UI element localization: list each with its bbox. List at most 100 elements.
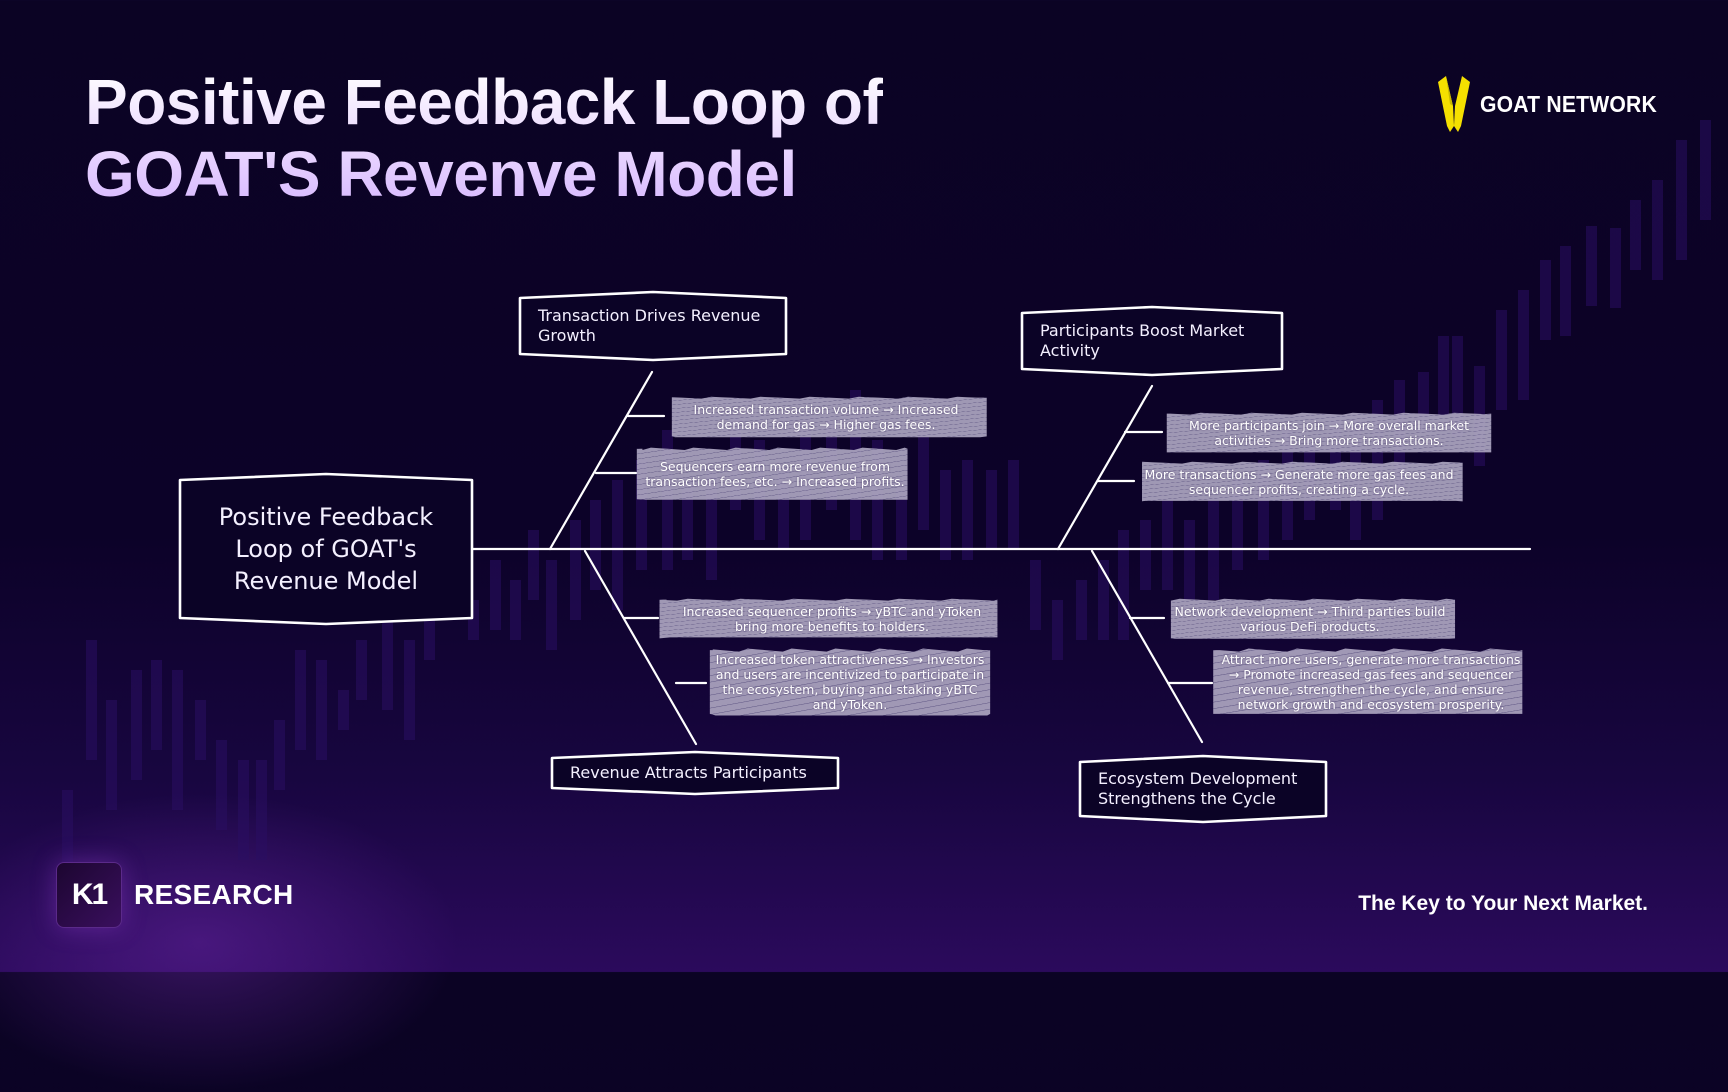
candle — [778, 470, 789, 550]
fishbone-diagram — [178, 290, 1328, 824]
bone-bottom-left — [583, 549, 698, 746]
category-frame — [1020, 305, 1284, 377]
cause-line: revenue, strengthen the cycle, and ensur… — [1237, 682, 1505, 697]
candle — [1184, 520, 1195, 600]
category-ecosystem-development: Ecosystem Development Strengthens the Cy… — [1080, 756, 1344, 822]
candle — [356, 640, 367, 700]
scribble-fill — [709, 648, 991, 716]
candle — [316, 660, 327, 760]
candle — [546, 560, 557, 650]
candle — [1518, 290, 1529, 400]
cause-line: Increased transaction volume → Increased — [693, 402, 959, 417]
category-participants-boost-market: Participants Boost Market Activity — [1022, 307, 1300, 375]
candle — [1438, 336, 1449, 416]
candle — [1452, 336, 1463, 436]
category-label-line: Transaction Drives Revenue — [538, 306, 761, 325]
candle — [872, 440, 883, 560]
cause-line: and yToken. — [812, 697, 888, 712]
candle — [1610, 228, 1621, 308]
candle — [468, 600, 479, 640]
candle — [636, 460, 647, 570]
candle — [590, 500, 601, 590]
scribble-fill — [1142, 461, 1463, 502]
bone-top-left — [548, 370, 654, 551]
cause-line: Network development → Third parties buil… — [1174, 604, 1446, 619]
cause-line: Increased sequencer profits → yBTC and y… — [682, 604, 982, 619]
head-frame — [178, 472, 474, 626]
candle — [528, 530, 539, 600]
candle — [918, 430, 929, 530]
scribble-fill — [659, 598, 998, 639]
category-transaction-drives-revenue: Transaction Drives Revenue Growth — [520, 292, 804, 360]
candle — [404, 640, 415, 740]
candle — [295, 650, 306, 750]
cause-line: network growth and ecosystem prosperity. — [1237, 697, 1505, 712]
candle — [238, 760, 249, 860]
candle — [1496, 310, 1507, 410]
category-revenue-attracts-participants: Revenue Attracts Participants — [552, 752, 856, 794]
candle — [1076, 580, 1087, 640]
cause-line: → Promote increased gas fees and sequenc… — [1228, 667, 1514, 682]
cause-note: More transactions → Generate more gas fe… — [1132, 459, 1466, 505]
cause-line: More participants join → More overall ma… — [1188, 418, 1470, 433]
candle — [662, 430, 673, 570]
candle — [216, 740, 227, 830]
scribble-fill — [1166, 412, 1492, 453]
cause-note: Network development → Third parties buil… — [1162, 596, 1458, 642]
candle — [896, 480, 907, 560]
candle — [1008, 460, 1019, 550]
fishbone-head: Positive Feedback Loop of GOAT's Revenue… — [180, 474, 472, 624]
cause-line: and users are incentivized to participat… — [715, 667, 985, 682]
cause-line: transaction fees, etc. → Increased profi… — [645, 474, 905, 489]
candle — [274, 720, 285, 790]
scribble-fill — [671, 396, 987, 438]
candle — [256, 760, 267, 860]
cause-note: Increased transaction volume → Increased… — [662, 394, 990, 440]
goat-network-logo: GOAT NETWORK — [1436, 76, 1672, 132]
candle — [1118, 530, 1129, 640]
category-frame — [518, 290, 788, 362]
cause-line: bring more benefits to holders. — [734, 619, 930, 634]
candle — [1140, 520, 1151, 590]
category-label-line: Participants Boost Market — [1040, 321, 1245, 340]
candle — [1676, 140, 1687, 260]
k1-research-logo: K1 RESEARCH — [56, 862, 294, 928]
cause-line: activities → Bring more transactions. — [1214, 433, 1444, 448]
candle — [382, 600, 393, 710]
candle — [1372, 400, 1383, 520]
cause-note: More participants join → More overall ma… — [1160, 410, 1498, 456]
candle — [195, 700, 206, 760]
head-line: Revenue Model — [233, 567, 419, 595]
candle — [612, 480, 623, 610]
candle — [682, 480, 693, 560]
scribble-fill — [1170, 598, 1456, 639]
candle — [1700, 120, 1711, 220]
candle — [490, 560, 501, 630]
head-line: Loop of GOAT's — [235, 535, 417, 563]
tagline: The Key to Your Next Market. — [1358, 892, 1648, 915]
category-label-line: Activity — [1040, 341, 1100, 360]
scribble-fill — [636, 447, 908, 500]
candle — [1586, 226, 1597, 306]
category-label-line: Revenue Attracts Participants — [570, 763, 807, 782]
candle — [1258, 460, 1269, 560]
candle — [172, 670, 183, 810]
candle — [706, 470, 717, 580]
cause-line: Sequencers earn more revenue from — [659, 459, 891, 474]
candle — [1098, 560, 1109, 640]
cause-line: demand for gas → Higher gas fees. — [716, 417, 936, 432]
candle — [1162, 500, 1173, 590]
bone-top-right — [1056, 384, 1154, 551]
candle — [62, 790, 73, 870]
cause-line: the ecosystem, buying and staking yBTC — [722, 682, 978, 697]
candle — [570, 520, 581, 620]
cause-line: various DeFi products. — [1240, 619, 1380, 634]
candle — [1030, 560, 1041, 630]
candle — [1052, 600, 1063, 660]
candle — [1418, 372, 1429, 432]
candle — [1630, 200, 1641, 270]
category-frame — [1078, 754, 1328, 824]
candle — [86, 640, 97, 760]
category-frame — [550, 750, 840, 796]
scribble-fill — [1213, 648, 1523, 714]
